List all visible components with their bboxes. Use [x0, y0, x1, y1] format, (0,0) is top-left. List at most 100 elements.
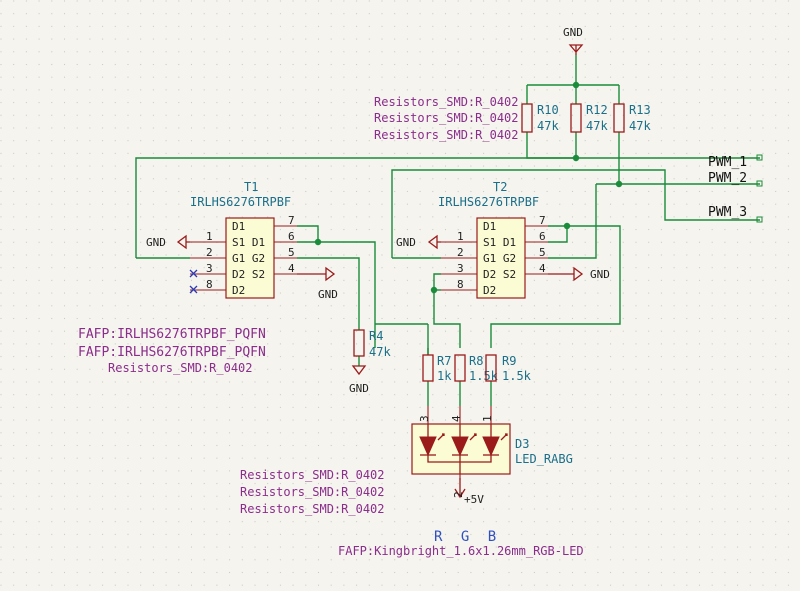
footprint-led: FAFP:Kingbright_1.6x1.26mm_RGB-LED [338, 544, 584, 558]
led-pin-number: 4 [450, 415, 463, 422]
led-pin-number: 2 [452, 491, 465, 498]
led-pin-number: 3 [418, 415, 431, 422]
transistor-t2[interactable]: T2 IRLHS6276TRPBF D1 S1 D1 G1 G2 D2 S2 D… [438, 180, 548, 299]
r12-reference: R12 [586, 103, 608, 117]
footprint-r9: Resistors_SMD:R_0402 [240, 502, 385, 516]
gnd-symbol-t1-s2: GND [297, 266, 338, 301]
t2-pin-number: 5 [539, 246, 546, 259]
net-label-pwm1[interactable]: PWM_1 [708, 154, 763, 170]
gnd-symbol-top: GND [563, 26, 584, 55]
t2-pin-number: 2 [457, 246, 464, 259]
t2-pin-number: 6 [539, 230, 546, 243]
t1-pin-number: 7 [288, 214, 295, 227]
vplus-symbol: +5V [454, 478, 484, 506]
t1-value: IRLHS6276TRPBF [190, 195, 291, 209]
t1-reference: T1 [244, 180, 258, 194]
resistor-r9[interactable]: R9 1.5k [485, 354, 532, 383]
t2-pin-number: 4 [539, 262, 546, 275]
t2-pin-name: D1 [483, 220, 496, 233]
t2-pin-name: D2 [483, 284, 496, 297]
r10-value: 47k [537, 119, 559, 133]
r4-value: 47k [369, 345, 391, 359]
gnd-symbol-t1-s1: GND [146, 234, 190, 250]
d3-value: LED_RABG [515, 452, 573, 466]
led-d3[interactable]: 3 4 1 2 D3 LED_RABG [411, 406, 573, 498]
gnd-label-r4: GND [349, 382, 369, 395]
footprint-r7: Resistors_SMD:R_0402 [240, 468, 385, 482]
t1-pin-number: 3 [206, 262, 213, 275]
t1-pin-number: 6 [288, 230, 295, 243]
wires [135, 55, 760, 406]
t2-pin-name: G1 G2 [483, 252, 516, 265]
gnd-symbol-t2-s2: GND [548, 266, 610, 282]
gnd-symbol-r4: GND [349, 365, 369, 395]
footprint-r12: Resistors_SMD:R_0402 [374, 111, 519, 125]
t1-pin-number: 4 [288, 262, 295, 275]
vplus-label: +5V [464, 493, 484, 506]
junction-dot [615, 180, 623, 188]
r7-value: 1k [437, 369, 452, 383]
t2-pin-name: S1 D1 [483, 236, 516, 249]
r12-value: 47k [586, 119, 608, 133]
net-label-pwm3[interactable]: PWM_3 [708, 205, 763, 223]
no-connect-markers [189, 269, 198, 294]
gnd-label-t1-s1: GND [146, 236, 166, 249]
t2-pin-number: 1 [457, 230, 464, 243]
r13-reference: R13 [629, 103, 651, 117]
transistor-t1[interactable]: T1 IRLHS6276TRPBF D1 S1 D1 G1 G2 D2 S2 D… [190, 180, 297, 299]
junction-dot [430, 286, 438, 294]
t1-pin-number: 1 [206, 230, 213, 243]
resistor-r8[interactable]: R8 1.5k [454, 354, 499, 383]
resistor-r13[interactable]: R13 47k [613, 103, 651, 133]
r8-value: 1.5k [469, 369, 499, 383]
gnd-label-t2-s2: GND [590, 268, 610, 281]
t1-pin-name: G1 G2 [232, 252, 265, 265]
t1-pin-name: D2 [232, 284, 245, 297]
r10-reference: R10 [537, 103, 559, 117]
footprint-t2: FAFP:IRLHS6276TRPBF_PQFN [78, 345, 266, 360]
d3-reference: D3 [515, 437, 529, 451]
resistor-r4[interactable]: R4 47k [353, 329, 391, 359]
t1-pin-number: 8 [206, 278, 213, 291]
footprint-texts: Resistors_SMD:R_0402 Resistors_SMD:R_040… [78, 95, 584, 558]
resistor-r12[interactable]: R12 47k [570, 103, 608, 133]
gnd-label-t2-s1: GND [396, 236, 416, 249]
led-pin-number: 1 [481, 415, 494, 422]
pwm2-label: PWM_2 [708, 171, 747, 186]
footprint-r8: Resistors_SMD:R_0402 [240, 485, 385, 499]
t1-pin-name: S1 D1 [232, 236, 265, 249]
junction-dots [314, 81, 623, 294]
r9-value: 1.5k [502, 369, 532, 383]
r13-value: 47k [629, 119, 651, 133]
t1-pin-name: D1 [232, 220, 245, 233]
t2-pin-number: 7 [539, 214, 546, 227]
r8-reference: R8 [469, 354, 483, 368]
junction-dot [572, 154, 580, 162]
t2-value: IRLHS6276TRPBF [438, 195, 539, 209]
net-label-pwm2[interactable]: PWM_2 [708, 171, 763, 187]
t1-pin-number: 5 [288, 246, 295, 259]
footprint-r10: Resistors_SMD:R_0402 [374, 95, 519, 109]
junction-dot [563, 222, 571, 230]
resistor-r10[interactable]: R10 47k [521, 103, 559, 133]
r4-reference: R4 [369, 329, 383, 343]
pwm1-label: PWM_1 [708, 155, 747, 170]
gnd-symbol-t2-s1: GND [396, 234, 441, 250]
rgb-note: R G B [434, 529, 501, 545]
resistor-r7[interactable]: R7 1k [422, 354, 452, 383]
footprint-t1: FAFP:IRLHS6276TRPBF_PQFN [78, 327, 266, 342]
pwm3-label: PWM_3 [708, 205, 747, 220]
t2-pin-number: 3 [457, 262, 464, 275]
t2-reference: T2 [493, 180, 507, 194]
junction-dot [314, 238, 322, 246]
gnd-label-top: GND [563, 26, 583, 39]
t1-pin-number: 2 [206, 246, 213, 259]
gnd-label-t1-s2: GND [318, 288, 338, 301]
footprint-r4: Resistors_SMD:R_0402 [108, 361, 253, 375]
t2-pin-number: 8 [457, 278, 464, 291]
t1-pin-name: D2 S2 [232, 268, 265, 281]
r9-reference: R9 [502, 354, 516, 368]
t2-pin-name: D2 S2 [483, 268, 516, 281]
